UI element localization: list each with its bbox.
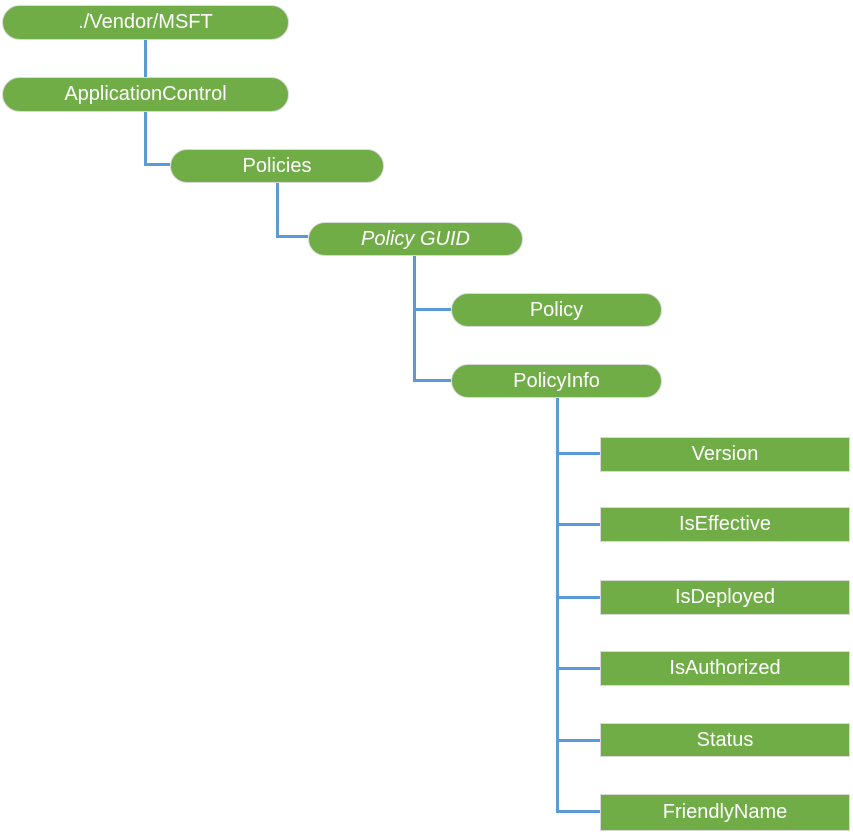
- node-version: Version: [600, 437, 850, 472]
- connector-branch-policyinfo: [413, 379, 451, 382]
- connector-policyguid-trunk: [413, 256, 416, 382]
- node-is-authorized: IsAuthorized: [600, 651, 850, 686]
- connector-vendor-to-applicationcontrol: [144, 40, 147, 77]
- connector-branch-iseffective: [556, 523, 600, 526]
- node-is-effective: IsEffective: [600, 507, 850, 542]
- connector-branch-version: [556, 452, 600, 455]
- node-policy-info: PolicyInfo: [451, 364, 662, 398]
- connector-branch-policy: [413, 308, 451, 311]
- connector-policies-to-policyguid-horizontal: [276, 235, 308, 238]
- connector-branch-friendlyname: [556, 810, 600, 813]
- connector-applicationcontrol-to-policies-horizontal: [144, 163, 170, 166]
- node-is-deployed: IsDeployed: [600, 580, 850, 615]
- node-vendor-msft: ./Vendor/MSFT: [2, 5, 289, 40]
- connector-policies-to-policyguid-vertical: [276, 183, 279, 238]
- node-status: Status: [600, 723, 850, 757]
- node-friendly-name: FriendlyName: [600, 794, 850, 831]
- connector-branch-status: [556, 739, 600, 742]
- connector-applicationcontrol-to-policies-vertical: [144, 112, 147, 166]
- connector-branch-isdeployed: [556, 596, 600, 599]
- node-application-control: ApplicationControl: [2, 77, 289, 112]
- connector-branch-isauthorized: [556, 667, 600, 670]
- connector-policyinfo-trunk: [556, 398, 559, 813]
- node-policy: Policy: [451, 293, 662, 327]
- node-policy-guid: Policy GUID: [308, 222, 523, 256]
- node-policies: Policies: [170, 149, 384, 183]
